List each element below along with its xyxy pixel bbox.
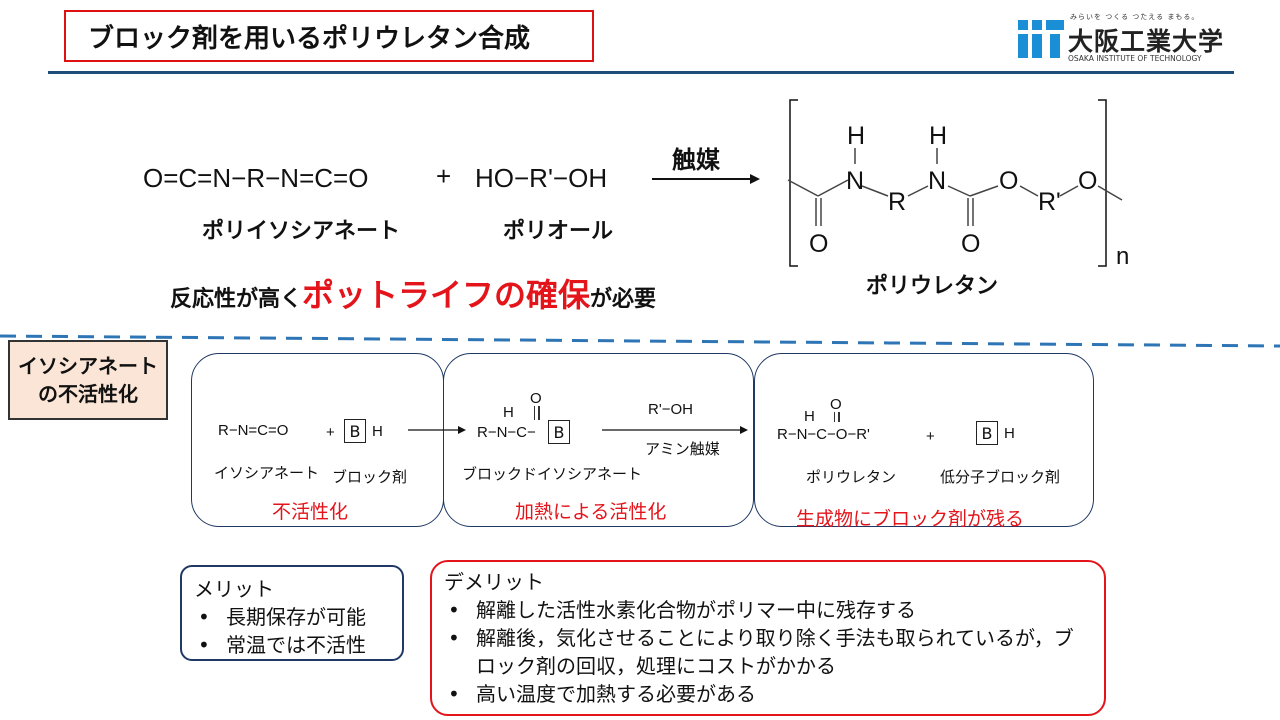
- step2-catalyst: アミン触媒: [645, 440, 720, 458]
- page-title-text: ブロック剤を用いるポリウレタン合成: [88, 23, 531, 54]
- step3-b-box: B: [976, 421, 998, 445]
- note-suffix: が必要: [590, 287, 657, 312]
- note-prefix: 反応性が高く: [170, 287, 303, 312]
- header-rule: [48, 71, 1234, 74]
- catalyst-label: 触媒: [672, 146, 720, 174]
- struct-n1: N: [846, 167, 864, 195]
- page-title: ブロック剤を用いるポリウレタン合成: [64, 10, 594, 62]
- struct-rp: R': [1038, 188, 1061, 216]
- step1-label-blocker: ブロック剤: [332, 468, 408, 486]
- step3-double-bond: [834, 412, 836, 422]
- logo-english: OSAKA INSTITUTE OF TECHNOLOGY: [1068, 54, 1202, 63]
- step1-arrow-icon: [408, 426, 466, 434]
- demerit-title: デメリット: [444, 570, 544, 594]
- note-highlight: ポットライフの確保: [302, 276, 591, 314]
- struct-o2: O: [1078, 167, 1097, 195]
- blocking-heading-line1: イソシアネート: [18, 354, 158, 378]
- polyol-formula: HO−R'−OH: [475, 163, 608, 193]
- step1-h: H: [372, 422, 383, 440]
- step2-reagent: R'−OH: [648, 401, 693, 418]
- polyol-label: ポリオール: [503, 219, 614, 244]
- reaction-plus: +: [436, 161, 452, 191]
- logo-name: 大阪工業大学: [1068, 27, 1225, 56]
- step1-label-isocyanate: イソシアネート: [214, 464, 320, 482]
- step1-b-box: B: [344, 419, 366, 443]
- step3-chain: R−N−C−O−R': [777, 426, 870, 443]
- step2-panel: [443, 353, 754, 527]
- demerit-item: 解離後，気化させることにより取り除く手法も取られているが，ブロック剤の回収，処理…: [444, 624, 1092, 680]
- step3-panel: [754, 353, 1094, 527]
- merit-box: メリット 長期保存が可能 常温では不活性: [180, 565, 404, 661]
- step2-b-box: B: [548, 420, 570, 444]
- step3-h-blocker: H: [1004, 424, 1015, 442]
- demerit-item: 解離した活性水素化合物がポリマー中に残存する: [444, 596, 1092, 624]
- step3-h: H: [804, 408, 815, 425]
- merit-item: 常温では不活性: [194, 631, 390, 659]
- step3-o: O: [830, 396, 842, 413]
- reaction-arrow-icon: [652, 174, 760, 184]
- merit-list: 長期保存が可能 常温では不活性: [194, 603, 390, 659]
- step2-arrow-icon: [602, 426, 748, 434]
- logo-tagline: みらいを つくる つたえる まもる。: [1070, 13, 1200, 21]
- isocyanate-formula: O=C=N−R−N=C=O: [143, 163, 369, 193]
- isocyanate-label: ポリイソシアネート: [202, 219, 401, 244]
- step2-chain: R−N−C−: [477, 424, 536, 441]
- product-label: ポリウレタン: [866, 274, 999, 299]
- blocking-heading: イソシアネート の不活性化: [8, 340, 168, 420]
- blocking-heading-line2: の不活性化: [38, 382, 138, 406]
- step1-panel: [191, 353, 444, 527]
- struct-n2: N: [928, 167, 946, 195]
- step2-double-bond: [534, 406, 536, 420]
- step1-caption: 不活性化: [272, 501, 349, 523]
- struct-o1: O: [999, 167, 1018, 195]
- struct-r: R: [888, 188, 906, 216]
- step3-label-product: ポリウレタン: [806, 468, 897, 486]
- struct-o4: O: [961, 230, 980, 258]
- demerit-list: 解離した活性水素化合物がポリマー中に残存する 解離後，気化させることにより取り除…: [444, 596, 1092, 708]
- section-divider: [0, 334, 1280, 348]
- step1-plus: +: [326, 424, 335, 441]
- university-logo-icon: [1018, 20, 1064, 58]
- step3-label-blocker: 低分子ブロック剤: [940, 468, 1061, 486]
- step2-caption: 加熱による活性化: [515, 501, 667, 523]
- step2-label: ブロックドイソシアネート: [462, 465, 643, 483]
- step2-o: O: [530, 390, 542, 407]
- demerit-item: 高い温度で加熱する必要がある: [444, 680, 1092, 708]
- merit-item: 長期保存が可能: [194, 603, 390, 631]
- step2-h: H: [503, 404, 514, 421]
- struct-h2: H: [929, 122, 947, 150]
- polyurethane-structure: H H N N R O R' O O O n: [787, 99, 1129, 270]
- potlife-note: 反応性が高くポットライフの確保が必要: [170, 270, 656, 316]
- struct-n-subscript: n: [1116, 243, 1129, 270]
- demerit-box: デメリット 解離した活性水素化合物がポリマー中に残存する 解離後，気化させること…: [430, 560, 1106, 716]
- step3-plus: +: [926, 428, 935, 445]
- merit-title: メリット: [194, 577, 274, 601]
- step3-caption: 生成物にブロック剤が残る: [796, 508, 1025, 530]
- step1-isocyanate: R−N=C=O: [218, 422, 289, 439]
- struct-o3: O: [809, 230, 828, 258]
- struct-h1: H: [847, 122, 865, 150]
